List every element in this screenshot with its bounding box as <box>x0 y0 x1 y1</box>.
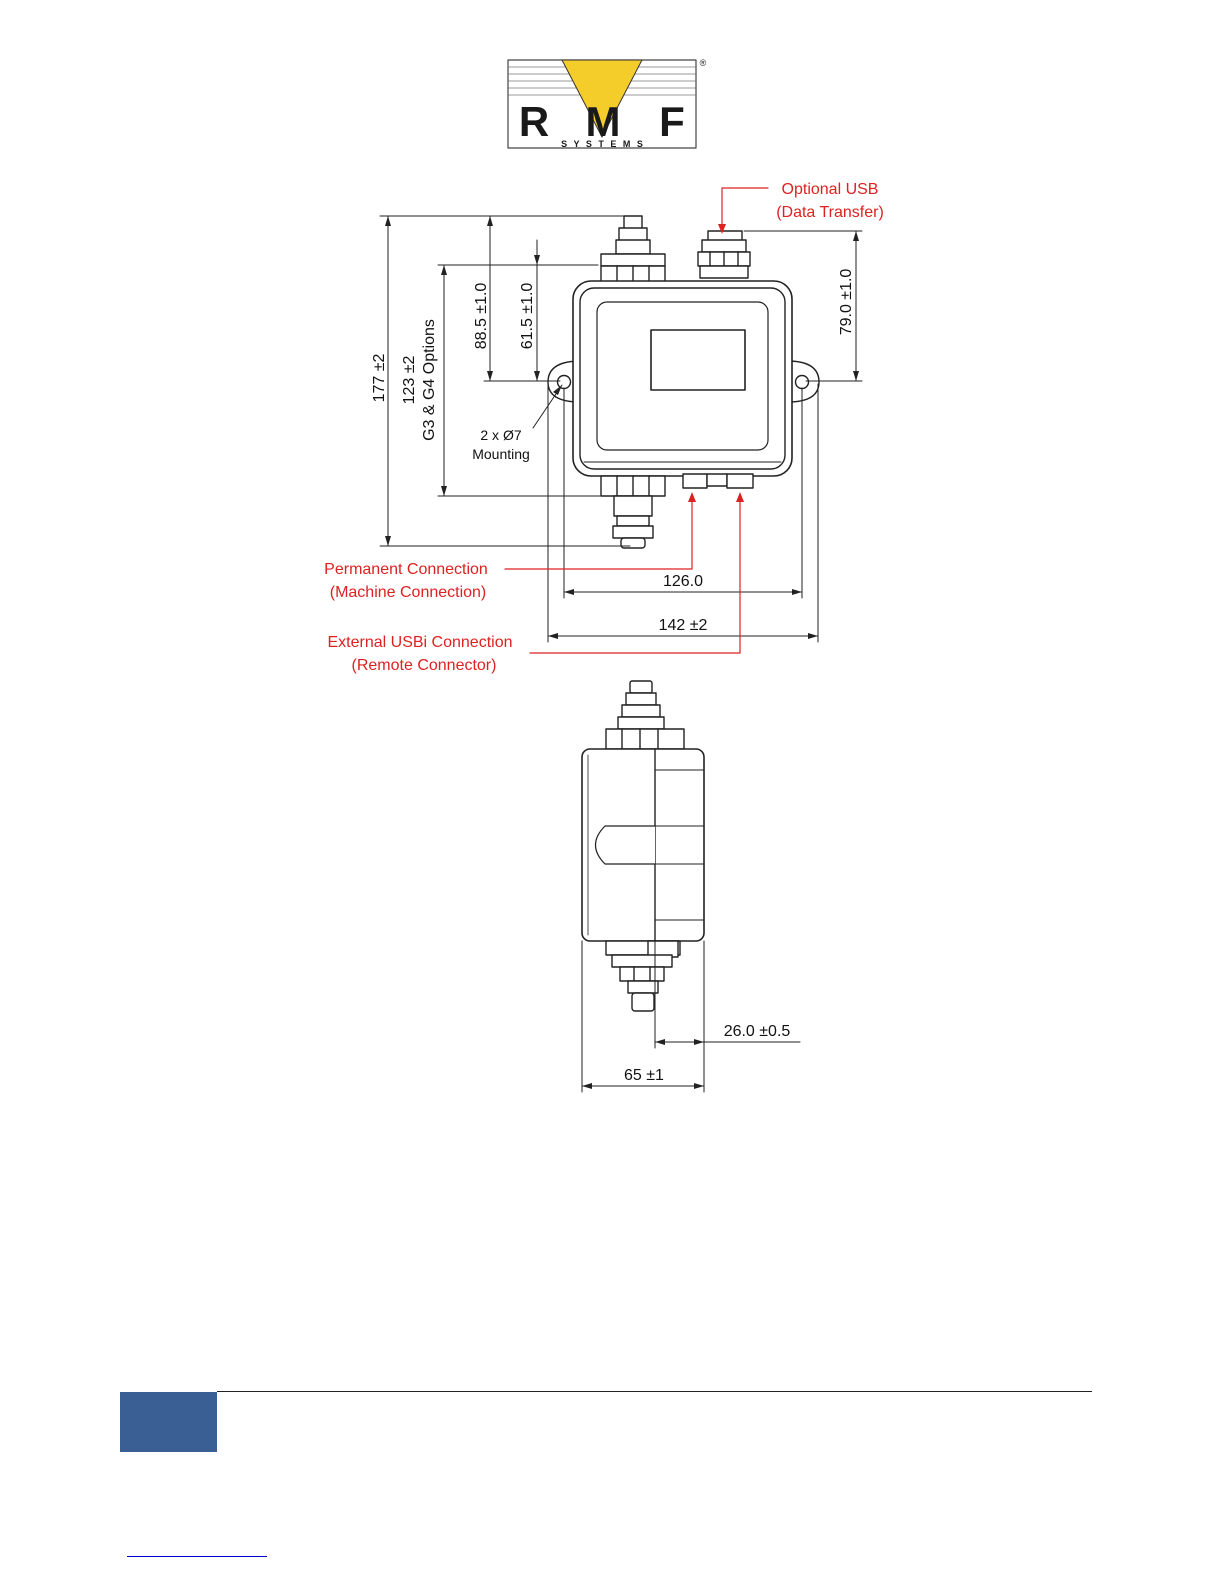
mounting-label-line2: Mounting <box>472 446 530 462</box>
callout-usb-line1: Optional USB <box>782 181 879 198</box>
footer-color-block <box>120 1392 217 1452</box>
dim-options-height: 123 ±2 <box>401 355 418 404</box>
callout-permanent-line2: (Machine Connection) <box>330 584 487 601</box>
side-view-device <box>582 681 704 1011</box>
logo-registered-mark: ® <box>700 58 707 68</box>
rmf-logo: R M F S Y S T E M S ® <box>508 58 707 149</box>
mounting-label-line1: 2 x Ø7 <box>480 427 521 443</box>
dim-depth-total: 65 ±1 <box>624 1067 664 1084</box>
dim-options-label: G3 & G4 Options <box>421 319 438 441</box>
logo-letter-f: F <box>659 98 685 145</box>
logo-letter-m: M <box>586 98 621 145</box>
dim-total-height: 177 ±2 <box>371 353 388 402</box>
callout-external-line1: External USBi Connection <box>328 634 513 651</box>
dim-right-height: 79.0 ±1.0 <box>838 269 855 336</box>
dim-width-outer: 142 ±2 <box>659 617 708 634</box>
logo-letter-r: R <box>519 98 549 145</box>
footer-rule <box>217 1391 1092 1392</box>
bottom-link-underline <box>127 1556 267 1557</box>
dim-upper-2: 61.5 ±1.0 <box>519 283 536 350</box>
callout-permanent-line1: Permanent Connection <box>324 561 488 578</box>
dim-depth-partial: 26.0 ±0.5 <box>724 1023 791 1040</box>
callout-external-line2: (Remote Connector) <box>352 657 497 674</box>
logo-subtitle: S Y S T E M S <box>561 139 645 149</box>
dim-width-inner: 126.0 <box>663 573 703 590</box>
front-view-device <box>548 216 819 548</box>
callout-usb-line2: (Data Transfer) <box>776 204 884 221</box>
dim-upper-1: 88.5 ±1.0 <box>473 283 490 350</box>
